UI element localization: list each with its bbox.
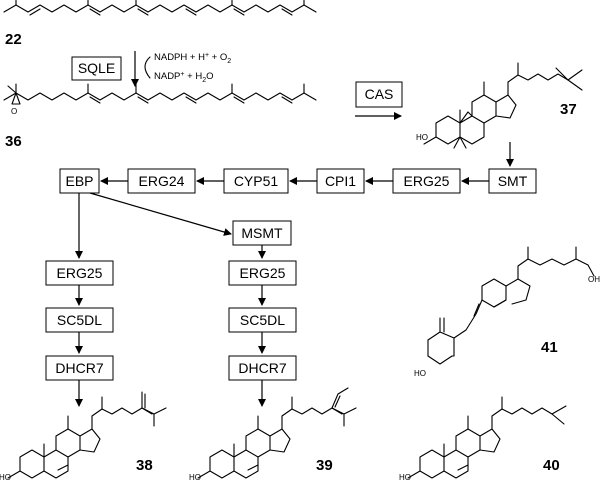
compound-label-39: 39 [316, 457, 333, 474]
enzyme-label-cas: CAS [365, 86, 394, 102]
enzyme-label-sc5dl-left: SC5DL [57, 312, 102, 328]
oxidosqualene-structure [3, 83, 317, 105]
enzyme-label-ebp: EBP [65, 173, 93, 189]
compound-label-22: 22 [5, 31, 22, 48]
cycloartenol-structure [423, 62, 583, 149]
hydroxyl-41: HO [414, 369, 426, 378]
compound-label-41: 41 [541, 339, 558, 356]
hydroxyl-38: HO [0, 473, 11, 482]
enzyme-label-erg25-top: ERG25 [404, 173, 450, 189]
enzyme-label-dhcr7-left: DHCR7 [55, 360, 103, 376]
enzyme-box-cyp51 [223, 168, 289, 194]
cofactor-input: NADPH + H+ + O2 [154, 52, 231, 65]
compound-label-37: 37 [560, 101, 577, 118]
structure-39 [197, 387, 357, 479]
enzyme-box-erg25-top [392, 168, 461, 194]
enzyme-label-msmt: MSMT [241, 225, 283, 241]
enzyme-box-cas [355, 81, 403, 108]
hydroxyl-39: HO [189, 473, 201, 482]
enzyme-box-sqle [71, 56, 122, 81]
enzyme-label-erg25-left: ERG25 [57, 265, 103, 281]
arrow-ebp-msmt [89, 192, 232, 236]
enzyme-label-erg24: ERG24 [139, 173, 185, 189]
squalene-structure [3, 0, 317, 16]
enzyme-box-dhcr7-left [45, 355, 114, 381]
enzyme-box-msmt [232, 220, 292, 246]
enzyme-box-dhcr7-mid [228, 355, 297, 381]
enzyme-box-ebp [59, 168, 100, 194]
compound-label-36: 36 [5, 133, 22, 150]
cofactor-curve [144, 56, 151, 79]
enzyme-label-cpi1: CPI1 [325, 173, 356, 189]
compound-label-38: 38 [136, 457, 153, 474]
structure-40 [407, 396, 567, 479]
enzyme-label-dhcr7-mid: DHCR7 [238, 360, 286, 376]
hydroxyl-41-side: OH [588, 275, 600, 284]
enzyme-box-sc5dl-mid [228, 307, 297, 333]
cofactor-output: NADP+ + H2O [154, 71, 213, 84]
enzyme-box-cpi1 [316, 168, 365, 194]
epoxide-oxygen: O [11, 107, 17, 116]
hydroxyl-40: HO [399, 473, 411, 482]
enzyme-box-erg25-mid [228, 260, 297, 286]
structure-38 [7, 391, 167, 479]
compound-label-40: 40 [543, 457, 560, 474]
enzyme-label-erg25-mid: ERG25 [240, 265, 286, 281]
enzyme-box-sc5dl-left [45, 307, 114, 333]
enzyme-label-sc5dl-mid: SC5DL [240, 312, 285, 328]
enzyme-label-smt: SMT [498, 173, 528, 189]
structure-41 [427, 246, 595, 365]
enzyme-label-sqle: SQLE [78, 60, 115, 76]
hydroxyl-37: HO [416, 133, 428, 142]
enzyme-label-cyp51: CYP51 [234, 173, 279, 189]
